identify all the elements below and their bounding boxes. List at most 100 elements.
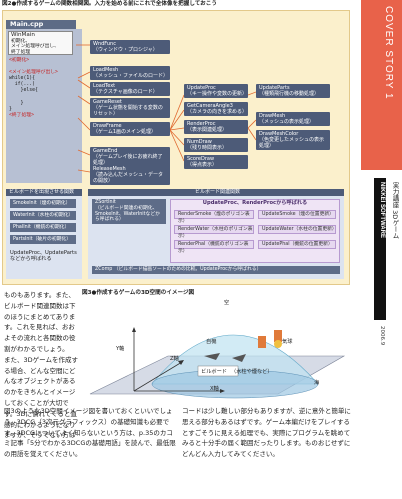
func-name: RenderProc — [187, 121, 216, 127]
func-desc: （残り時間表示） — [187, 145, 228, 151]
func-box: GetCameraAngle3（カメラの向きを求める） — [184, 102, 248, 116]
label-sky: 空 — [224, 300, 230, 306]
func-desc: （ビルボード描画ソートのための比較。UpdateProcから呼ばれる） — [113, 267, 262, 272]
fig3-caption: 図3●作成するゲームの3D空間のイメージ図 — [82, 290, 195, 296]
code-line: if(...) — [9, 82, 35, 88]
body-text-left: ものもあります。また、ビルボード関連関数は下のほうにまとめてあります。これを見れ… — [4, 291, 78, 440]
body-text-bottom-right: コードは少し難しい部分もありますが、逆に意外と簡単に思える部分もあるはずです。ゲ… — [182, 407, 351, 459]
zsort-box: ZSortInit（ビルボード関連の初期化、SmokeInit、WaterIni… — [92, 199, 166, 225]
func-name: ZSortInit — [95, 200, 116, 205]
label-balloon: 気球 — [282, 339, 293, 345]
space-illustration — [89, 327, 346, 399]
func-desc: （カメラの向きを求める） — [187, 109, 248, 115]
func-box: GameReset（ゲーム状態を開始する変数のリセット） — [90, 98, 170, 118]
func-name: GameReset — [93, 99, 122, 105]
series-title: 実力講座 3Dゲーム — [391, 182, 399, 239]
billboard-spawn-item: WaterInit（水柱の初期化） — [10, 211, 76, 220]
fig2-caption: 図2●作成するゲームの関数相関図。入力を始める前にこれで全体像を把握しておこう — [2, 1, 217, 7]
code-line: } — [9, 106, 12, 112]
func-name: LoadMesh — [93, 67, 119, 73]
func-name: ZComp — [95, 267, 113, 272]
func-box: UpdateParts（種類飛行機の移動処理） — [256, 84, 330, 98]
label-billboard-note: （水柱や煙など） — [231, 369, 273, 375]
func-box: WndFunc（ウィンドウ・プロシジャ） — [90, 40, 170, 54]
code-line: }else{ — [9, 88, 38, 94]
func-name: NumDraw — [187, 139, 212, 145]
billboard-spawn-item: PhalInit（機銃の初期化） — [10, 223, 76, 232]
update-func: UpdateWater（水柱の位置更新） — [258, 225, 337, 234]
func-box: UpdateProc（キー操作や変数の更新） — [184, 84, 248, 98]
zcomp-box: ZComp （ビルボード描画ソートのための比較。UpdateProcから呼ばれる… — [92, 266, 340, 274]
func-desc: （メッシュ・ファイルのロード） — [93, 73, 169, 79]
func-name: LoadText — [93, 83, 116, 89]
func-name: DrawFrame — [93, 123, 122, 129]
func-desc: （種類飛行機の移動処理） — [259, 91, 320, 97]
billboard-spawn-item: PartsInit（破片の初期化） — [10, 235, 76, 244]
billboard-related-header: ビルボード関連関数 — [88, 189, 344, 196]
func-desc: （色変更したメッシュの表示処理） — [259, 137, 325, 149]
func-box: ReleaseMesh（読み込んだメッシュ・データの開放） — [90, 165, 170, 185]
winmain-title: WinMain — [11, 32, 35, 38]
code-line: <終了処理> — [9, 112, 34, 118]
winmain-line: メイン処理呼び出し、 — [11, 44, 59, 50]
func-name: GameEnd — [93, 148, 118, 154]
label-z-axis: Z軸 — [170, 356, 179, 362]
func-desc: （ゲーム1画のメイン処理） — [93, 129, 157, 135]
func-name: DrawMeshColor — [259, 131, 299, 137]
update-func: UpdatePhal（機銃の位置更新） — [258, 240, 336, 249]
func-box: ScoreDraw（得点表示） — [184, 155, 248, 169]
render-func: RenderPhal（機銃のポリゴン表示） — [174, 240, 254, 254]
func-desc: （ビルボード関連の初期化、SmokeInit、WaterInitなどから呼ばれる… — [95, 205, 160, 223]
func-box: LoadMesh（メッシュ・ファイルのロード） — [90, 66, 170, 80]
func-name: DrawMesh — [259, 113, 286, 119]
main-cpp-header: Main.cpp — [6, 20, 76, 29]
sidebar-black-tab — [374, 178, 386, 320]
body-text-bottom-left: 図3のような3D空間イメージ図を書いておくといいでしょう。3DCG（3次元グラフ… — [4, 407, 176, 459]
update-func: UpdateSmoke（煙の位置更新） — [258, 210, 336, 219]
render-group-header: UpdateProc、RenderProcから呼ばれる — [202, 200, 308, 206]
func-desc: （テクスチャ画像のロード） — [93, 89, 158, 95]
code-text: <初期化> <メイン処理呼び出し> while(1){ if(...) }els… — [9, 58, 79, 119]
billboard-spawn-item: Smokelnit（煙の初期化） — [10, 199, 76, 208]
func-box: RenderProc（表示関連処理） — [184, 120, 248, 134]
label-y-axis: Y軸 — [116, 346, 125, 352]
func-box: NumDraw（残り時間表示） — [184, 138, 248, 152]
diagram-connectors — [76, 44, 257, 173]
label-sea: 海 — [314, 380, 320, 386]
code-line: <メイン処理呼び出し> — [9, 70, 58, 76]
magazine-name: NIKKEI SOFTWARE — [379, 182, 385, 239]
func-desc: （表示関連処理） — [187, 127, 228, 133]
render-func: RenderSmoke（煙のポリゴン表示） — [174, 210, 254, 224]
func-desc: （ゲームプレイ後にお疲れ終了処理） — [93, 154, 163, 166]
label-x-axis: X軸 — [210, 386, 219, 392]
func-name: ReleaseMesh — [93, 166, 126, 172]
sidebar-title: COVER STORY 1 — [383, 6, 394, 100]
func-box: DrawFrame（ゲーム1画のメイン処理） — [90, 122, 170, 136]
func-desc: （得点表示） — [187, 162, 218, 168]
func-box: LoadText（テクスチャ画像のロード） — [90, 82, 170, 96]
code-line: <初期化> — [9, 58, 30, 63]
func-desc: （ゲーム状態を開始する変数のリセット） — [93, 105, 163, 117]
code-line: while(1){ — [9, 76, 35, 82]
winmain-box: WinMain 初期化、 メイン処理呼び出し、 終了処理 — [8, 31, 73, 55]
winmain-line: 終了処理 — [11, 49, 31, 55]
billboard-spawn-note: UpdateProc、UpdateParts などから呼ばれる — [10, 250, 77, 263]
func-name: GetCameraAngle3 — [187, 103, 233, 109]
func-box: DrawMesh（メッシュの表示処理） — [256, 112, 330, 126]
code-line: } — [9, 100, 24, 106]
winmain-line: 初期化、 — [11, 38, 31, 44]
func-box: DrawMeshColor（色変更したメッシュの表示処理） — [256, 130, 330, 150]
render-func: RenderWater（水柱のポリゴン表示） — [174, 225, 254, 239]
func-box: GameEnd（ゲームプレイ後にお疲れ終了処理） — [90, 147, 170, 167]
func-desc: （読み込んだメッシュ・データの開放） — [93, 172, 164, 184]
label-billboard: ビルボード — [201, 369, 227, 375]
billboard-spawn-header: ビルボードを出現させる関数 — [6, 189, 82, 196]
label-plane: 自機 — [206, 339, 217, 345]
func-desc: （メッシュの表示処理） — [259, 119, 315, 125]
func-name: UpdateParts — [259, 85, 290, 91]
func-name: UpdateProc — [187, 85, 216, 91]
sidebar-band — [361, 0, 402, 170]
issue-date: 2006.9 — [379, 326, 385, 346]
func-desc: （キー操作や変数の更新） — [187, 91, 248, 97]
func-name: WndFunc — [93, 41, 116, 47]
